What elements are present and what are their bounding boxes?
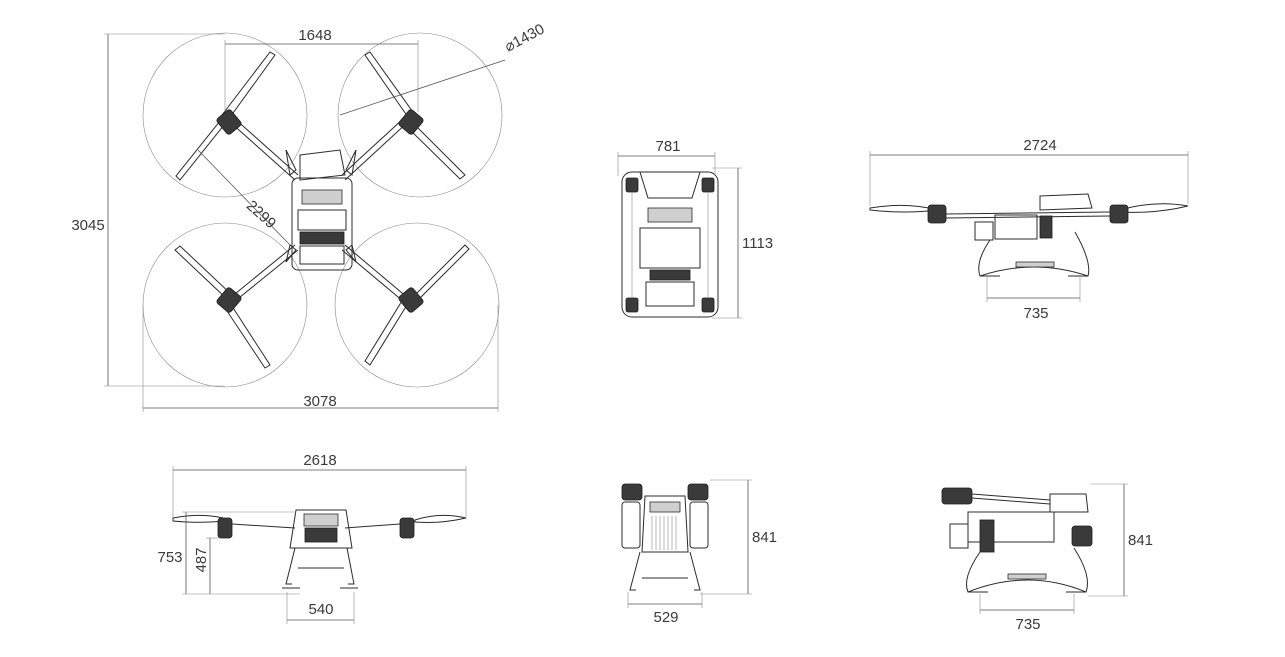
dim-overall-width: 3078 xyxy=(303,393,336,410)
dim-front-body-height: 487 xyxy=(193,547,210,572)
motor-top-left xyxy=(216,109,242,135)
dim-side-landing-gear: 735 xyxy=(1023,305,1048,322)
arms xyxy=(229,117,409,303)
motor-bottom-left xyxy=(216,287,242,313)
folded-front-view: 841 529 xyxy=(621,479,777,626)
dim-front-span: 2618 xyxy=(303,452,336,469)
dim-folded-width: 781 xyxy=(655,138,680,155)
dim-folded-side-landing-gear: 735 xyxy=(1015,616,1040,633)
dim-rotor-spacing: 1648 xyxy=(298,27,331,44)
side-view: 2724 735 xyxy=(869,137,1189,322)
rotor-disc-top-left xyxy=(142,32,308,198)
dim-rotor-diameter: ⌀1430 xyxy=(502,21,547,56)
dim-diagonal: 2299 xyxy=(243,197,279,232)
dim-front-total-height: 753 xyxy=(157,549,182,566)
top-view: 1648 ⌀1430 3045 2299 3078 xyxy=(71,21,547,412)
dim-front-landing-gear: 540 xyxy=(308,601,333,618)
folded-top-view: 781 1113 xyxy=(617,138,773,319)
dim-folded-side-height: 841 xyxy=(1128,532,1153,549)
dim-side-span: 2724 xyxy=(1023,137,1056,154)
dim-overall-height: 3045 xyxy=(71,217,104,234)
motor-top-right xyxy=(398,109,424,135)
rotor-disc-top-right xyxy=(337,32,503,198)
front-view: 2618 753 487 540 xyxy=(157,452,467,624)
fuselage-top xyxy=(285,149,357,271)
folded-side-view: 841 735 xyxy=(941,483,1153,633)
motor-bottom-right xyxy=(398,287,424,313)
dim-folded-front-width: 529 xyxy=(653,609,678,626)
dim-folded-length: 1113 xyxy=(742,235,773,252)
dim-folded-front-height: 841 xyxy=(752,529,777,546)
rotor-disc-bottom-right xyxy=(334,222,500,388)
